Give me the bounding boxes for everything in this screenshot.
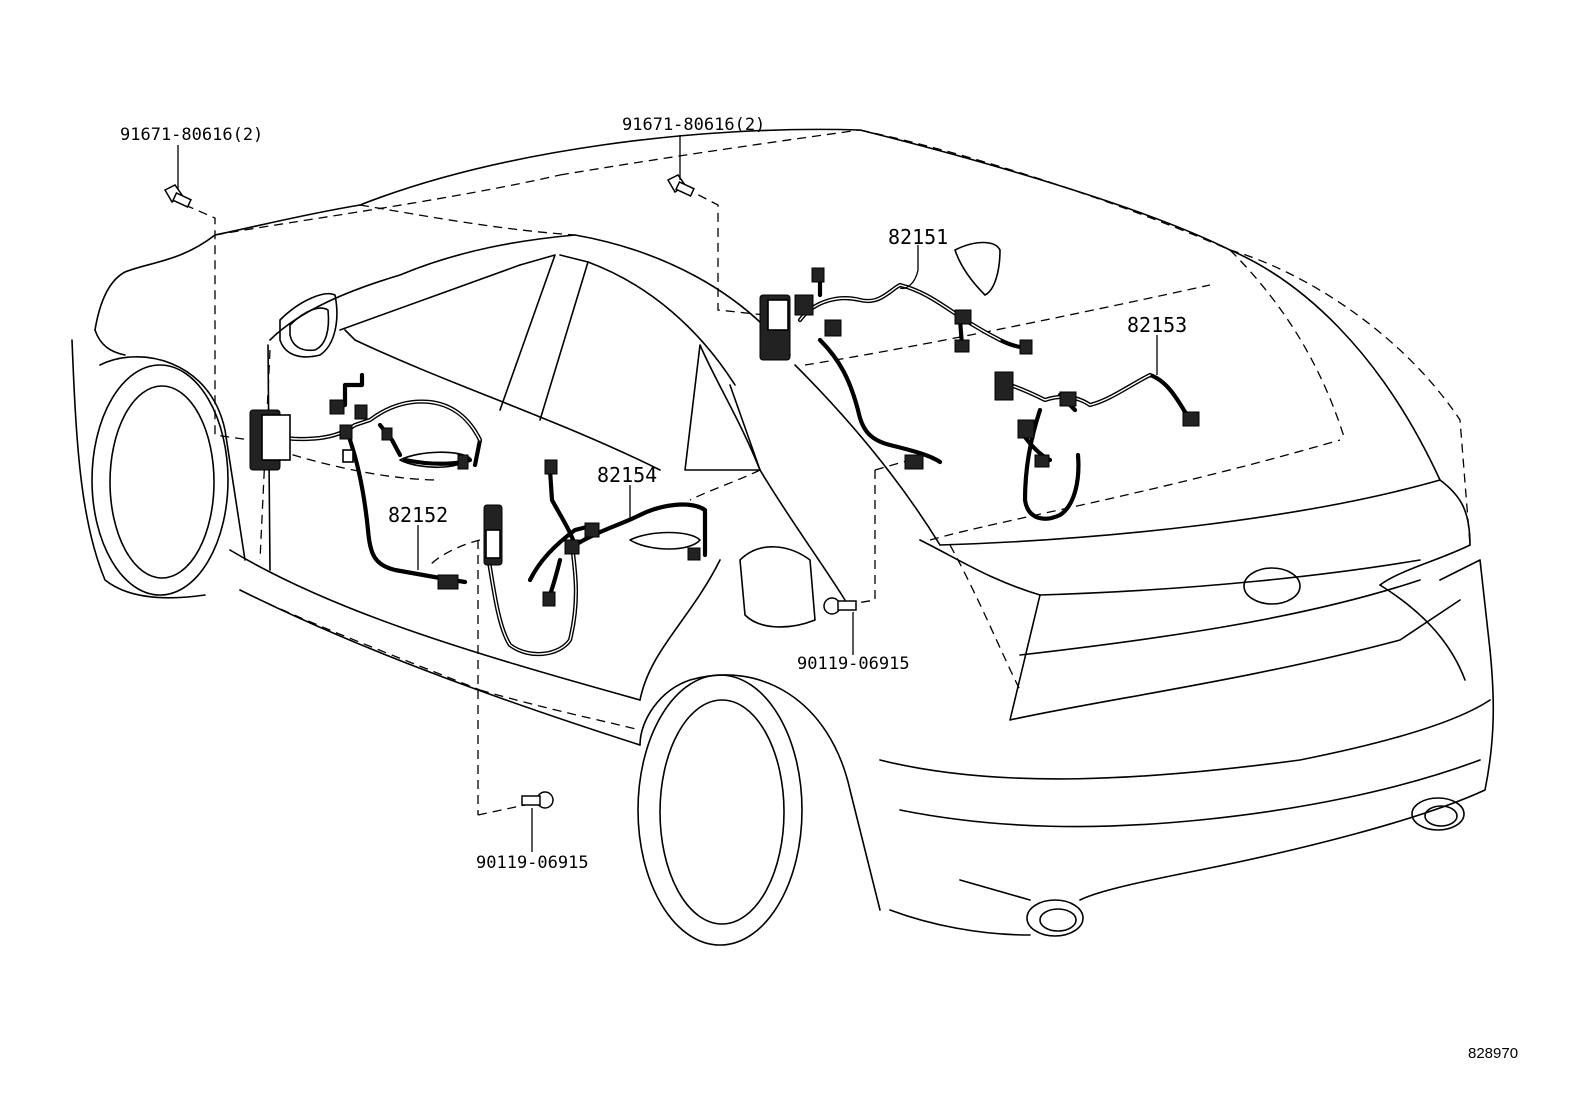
label-harness-82152: 82152 bbox=[388, 503, 448, 527]
connector bbox=[687, 547, 701, 561]
label-bolt-lower-left: 90119-06915 bbox=[476, 853, 589, 873]
connector bbox=[342, 449, 354, 463]
leader-lines bbox=[177, 135, 1158, 852]
label-bolt-lower-middle: 90119-06915 bbox=[797, 654, 910, 674]
connector bbox=[811, 267, 825, 283]
harness-82154 bbox=[483, 459, 708, 657]
figure-ref: 828970 bbox=[1468, 1045, 1518, 1062]
bolt-lower-left bbox=[521, 791, 554, 809]
connector bbox=[994, 371, 1014, 401]
connector bbox=[1017, 419, 1035, 439]
car-body bbox=[71, 128, 1495, 946]
hidden-lines bbox=[184, 129, 1471, 816]
connector bbox=[904, 454, 924, 470]
connector bbox=[542, 591, 556, 607]
connector bbox=[954, 339, 970, 353]
label-bolt-front-right: 91671-80616(2) bbox=[622, 115, 765, 135]
connector bbox=[564, 539, 580, 555]
connector bbox=[261, 414, 291, 461]
label-bolt-front-left: 91671-80616(2) bbox=[120, 125, 263, 145]
connector bbox=[381, 427, 393, 441]
connector bbox=[437, 574, 459, 590]
connector bbox=[1182, 411, 1200, 427]
connector bbox=[329, 399, 345, 415]
connector bbox=[1019, 339, 1033, 355]
harness-82151 bbox=[759, 267, 1033, 470]
harness-82153 bbox=[994, 371, 1200, 521]
label-harness-82151: 82151 bbox=[888, 225, 948, 249]
connector bbox=[544, 459, 558, 475]
connector bbox=[1034, 454, 1050, 468]
connector bbox=[354, 404, 368, 420]
connector bbox=[954, 309, 972, 325]
label-harness-82153: 82153 bbox=[1127, 313, 1187, 337]
bolt-lower-middle bbox=[823, 597, 857, 615]
connector bbox=[584, 522, 600, 538]
connector bbox=[339, 424, 353, 440]
label-harness-82154: 82154 bbox=[597, 463, 657, 487]
connector bbox=[457, 454, 469, 470]
bolt-front-right bbox=[666, 174, 695, 198]
connector bbox=[1059, 391, 1077, 407]
connector bbox=[485, 529, 501, 559]
harness-82152 bbox=[249, 372, 483, 590]
connector bbox=[767, 299, 789, 331]
connector bbox=[794, 294, 814, 316]
connector bbox=[824, 319, 842, 337]
